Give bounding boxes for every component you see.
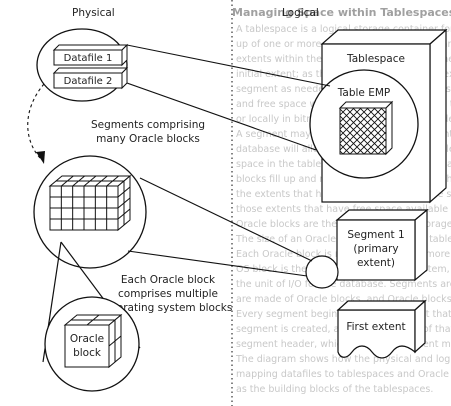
extent-circle — [305, 255, 339, 289]
oracle-block-label-line1: Oracle — [70, 333, 104, 345]
background-text-line: mapping datafiles to tablespaces and Ora… — [236, 369, 451, 380]
block-caption-line1: Each Oracle block — [121, 274, 216, 286]
segment1-box[interactable]: Segment 1 (primary extent) — [335, 208, 429, 282]
segments-caption-line2: many Oracle blocks — [96, 133, 200, 145]
datafile-to-segments-arrow — [27, 83, 45, 164]
background-text-line: the unit of I/O for the database. Segmen… — [236, 279, 451, 290]
segment-link-line-top — [139, 177, 313, 262]
datafile-2[interactable]: Datafile 2 — [52, 66, 129, 90]
background-text-line: The diagram shows how the physical and l… — [235, 354, 451, 365]
segment1-label-line2: (primary — [353, 243, 398, 255]
logical-header: Logical — [282, 7, 319, 19]
background-text-line: are made of Oracle blocks, and Oracle bl… — [236, 294, 451, 305]
table-emp-label: Table EMP — [337, 87, 391, 99]
block-caption-line2: comprises multiple — [118, 288, 218, 300]
physical-header: Physical — [72, 7, 115, 19]
background-text-line: those extents that have free space avail… — [236, 204, 451, 215]
datafile-2-label: Datafile 2 — [64, 76, 113, 87]
background-text-line: as the building blocks of the tablespace… — [236, 384, 433, 395]
oracle-block-grid — [48, 174, 132, 232]
datafile2-link-line — [126, 82, 317, 151]
background-title: Managing Space within Tablespaces — [232, 6, 451, 19]
segments-caption-line1: Segments comprising — [91, 119, 205, 131]
segment1-label-line1: Segment 1 — [347, 229, 404, 241]
segments-circle — [33, 155, 147, 269]
segment1-label-line3: extent) — [357, 257, 395, 269]
first-extent-box[interactable]: First extent — [336, 299, 427, 359]
oracle-block-circle: Oracle block — [44, 296, 140, 392]
first-extent-label: First extent — [346, 321, 405, 333]
datafile-1[interactable]: Datafile 1 — [52, 43, 129, 67]
table-emp-circle[interactable]: Table EMP — [309, 69, 419, 179]
datafile-circle: Datafile 1 Datafile 2 — [36, 28, 129, 102]
datafile1-link-line — [126, 44, 331, 87]
tablespace-label: Tablespace — [346, 53, 405, 65]
block-caption-line3: operating system blocks — [104, 302, 233, 314]
oracle-block-label-line2: block — [73, 347, 102, 359]
segment-link-line-bottom — [127, 250, 308, 277]
datafile-1-label: Datafile 1 — [64, 53, 113, 64]
